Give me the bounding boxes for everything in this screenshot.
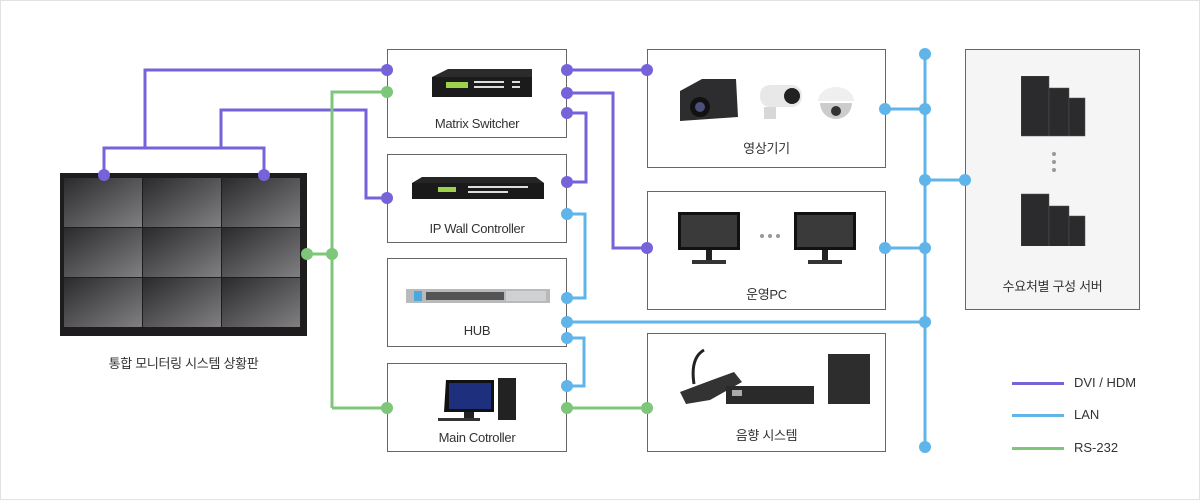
- connector-dot-rs232: [641, 402, 653, 414]
- connector-dot-dvi: [258, 169, 270, 181]
- audio-system-label: 음향 시스템: [735, 428, 798, 443]
- wire-dvi-wall-matrix: [102, 146, 266, 175]
- video-wall-panel: [64, 278, 142, 327]
- connector-dot-dvi: [641, 64, 653, 76]
- legend-swatch-dvi: [1012, 382, 1064, 385]
- connector-dot-dvi: [98, 169, 110, 181]
- connector-dot-dvi: [381, 192, 393, 204]
- operation-pc-box[interactable]: 운영PC: [647, 191, 886, 310]
- main-controller-icon: [438, 378, 516, 421]
- connector-dot-rs232: [326, 248, 338, 260]
- connector-dot-lan: [919, 48, 931, 60]
- video-wall: [60, 173, 307, 336]
- connector-dot-lan: [561, 380, 573, 392]
- connector-dot-lan: [561, 332, 573, 344]
- connector-dot-dvi: [561, 107, 573, 119]
- server-rack: [1068, 215, 1086, 246]
- video-devices-icon: [680, 79, 854, 121]
- server-icon: [1021, 76, 1086, 246]
- matrix-switcher-box[interactable]: Matrix Switcher: [387, 49, 567, 138]
- wire-lan-hub-main: [567, 336, 586, 388]
- connector-dot-dvi: [381, 64, 393, 76]
- ip-wall-controller-icon: [412, 177, 544, 199]
- video-devices-label: 영상기기: [743, 141, 790, 156]
- audio-system-icon: [680, 348, 870, 404]
- connector-dot-dvi: [561, 176, 573, 188]
- operation-pc-label: 운영PC: [746, 287, 787, 302]
- wire-lan-ipwall-hub: [567, 212, 587, 300]
- video-wall-panel: [222, 228, 300, 277]
- video-wall-label: 통합 모니터링 시스템 상황판: [108, 356, 259, 371]
- server-rack: [1021, 193, 1050, 246]
- wire-dvi-wall-ipwall: [219, 108, 387, 200]
- video-wall-panel: [222, 278, 300, 327]
- matrix-switcher-icon: [432, 69, 532, 97]
- connector-dot-lan: [959, 174, 971, 186]
- main-controller-box[interactable]: Main Cotroller: [387, 363, 567, 452]
- connector-dot-lan: [919, 174, 931, 186]
- connector-dot-rs232: [561, 402, 573, 414]
- matrix-switcher-label: Matrix Switcher: [434, 116, 520, 131]
- wire-dvi-wall-matrix-top: [143, 68, 387, 148]
- hub-icon: [406, 289, 550, 303]
- connector-dot-rs232: [301, 248, 313, 260]
- operation-pc-icon: [678, 212, 856, 264]
- video-wall-panel: [143, 228, 221, 277]
- ip-wall-controller-box[interactable]: IP Wall Controller: [387, 154, 567, 243]
- connector-dot-lan: [561, 292, 573, 304]
- connector-dot-rs232: [381, 86, 393, 98]
- legend-label: RS-232: [1074, 440, 1119, 455]
- connector-dot-dvi: [561, 87, 573, 99]
- wire-rs232-matrix: [330, 90, 387, 408]
- wire-dvi-matrix-ipwall: [567, 111, 588, 184]
- legend-label: DVI / HDM: [1074, 375, 1137, 390]
- hub-box[interactable]: HUB: [387, 258, 567, 347]
- connector-dot-lan: [919, 316, 931, 328]
- connector-dot-lan: [879, 103, 891, 115]
- audio-system-box[interactable]: 음향 시스템: [647, 333, 886, 452]
- video-wall-panel: [143, 278, 221, 327]
- hub-label: HUB: [463, 323, 491, 338]
- server-label: 수요처별 구성 서버: [1002, 279, 1103, 294]
- legend-label: LAN: [1074, 407, 1100, 422]
- connector-dot-dvi: [641, 242, 653, 254]
- video-wall-panel: [143, 178, 221, 227]
- server-rack: [1068, 97, 1086, 137]
- main-controller-label: Main Cotroller: [438, 430, 516, 445]
- connector-dot-lan: [879, 242, 891, 254]
- connector-dot-lan: [919, 242, 931, 254]
- connector-dot-lan: [919, 103, 931, 115]
- legend-swatch-rs232: [1012, 447, 1064, 450]
- connector-dot-dvi: [561, 64, 573, 76]
- connector-dot-lan: [561, 208, 573, 220]
- video-wall-panel: [222, 178, 300, 227]
- video-wall-panel: [64, 178, 142, 227]
- wire-dvi-matrix-opc: [567, 91, 647, 250]
- video-wall-panel: [64, 228, 142, 277]
- connector-dot-lan: [919, 441, 931, 453]
- video-wall-panels: [64, 178, 300, 327]
- connector-dot-rs232: [381, 402, 393, 414]
- ip-wall-controller-label: IP Wall Controller: [429, 221, 525, 236]
- connector-dot-lan: [561, 316, 573, 328]
- legend-swatch-lan: [1012, 414, 1064, 417]
- video-devices-box[interactable]: 영상기기: [647, 49, 886, 168]
